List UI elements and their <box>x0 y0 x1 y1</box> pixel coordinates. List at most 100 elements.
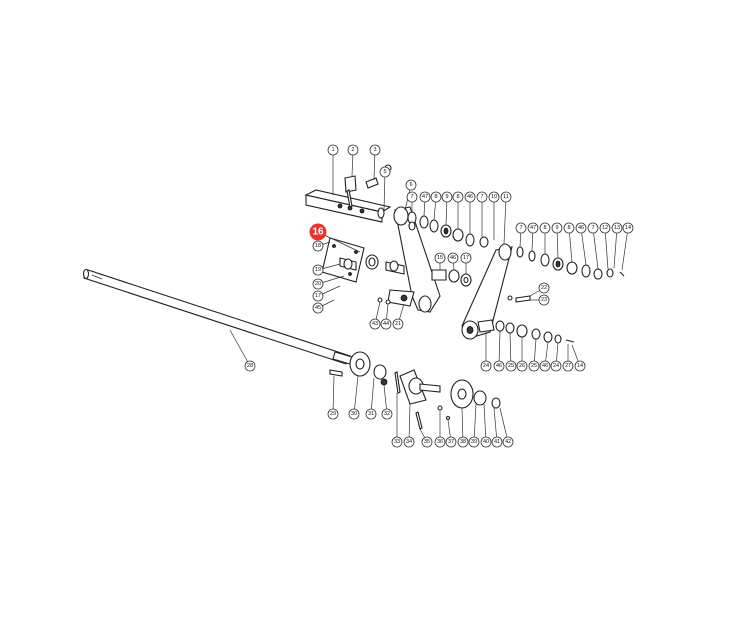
callout-circle[interactable] <box>464 191 476 203</box>
callout-circle[interactable] <box>441 191 453 203</box>
callout-label[interactable]: 8 <box>456 194 459 200</box>
callout-label[interactable]: 13 <box>614 225 620 231</box>
callout-r7b[interactable]: 7 <box>476 191 488 203</box>
callout-c20[interactable]: 20 <box>312 278 324 290</box>
callout-c44[interactable]: 44 <box>380 318 392 330</box>
callout-circle[interactable] <box>528 360 540 372</box>
callout-c41[interactable]: 41 <box>491 436 503 448</box>
callout-r7a[interactable]: 7 <box>406 191 418 203</box>
callout-label[interactable]: 9 <box>555 225 558 231</box>
callout-c33[interactable]: 33 <box>391 436 403 448</box>
callout-circle[interactable] <box>391 436 403 448</box>
callout-r14a[interactable]: 14 <box>622 222 634 234</box>
callout-c17a[interactable]: 17 <box>312 290 324 302</box>
callout-c3[interactable]: 3 <box>369 144 381 156</box>
callout-c36[interactable]: 36 <box>434 436 446 448</box>
callout-label[interactable]: 8 <box>567 225 570 231</box>
callout-circle[interactable] <box>562 360 574 372</box>
callout-circle[interactable] <box>327 408 339 420</box>
callout-c15[interactable]: 15 <box>434 252 446 264</box>
callout-circle[interactable] <box>480 360 492 372</box>
callout-circle[interactable] <box>587 222 599 234</box>
callout-c40[interactable]: 40 <box>480 436 492 448</box>
callout-c5[interactable]: 5 <box>379 166 391 178</box>
callout-label[interactable]: 46 <box>467 194 473 200</box>
callout-circle[interactable] <box>480 436 492 448</box>
callout-label[interactable]: 46 <box>496 363 502 369</box>
highlight-marker[interactable] <box>309 223 327 241</box>
callout-c37[interactable]: 37 <box>445 436 457 448</box>
callout-circle[interactable] <box>505 360 517 372</box>
callout-c28[interactable]: 28 <box>244 360 256 372</box>
callout-r12[interactable]: 12 <box>599 222 611 234</box>
callout-circle[interactable] <box>515 222 527 234</box>
callout-b24a[interactable]: 24 <box>480 360 492 372</box>
callout-label[interactable]: 42 <box>505 439 511 445</box>
callout-circle[interactable] <box>405 179 417 191</box>
callout-c31[interactable]: 31 <box>365 408 377 420</box>
callout-circle[interactable] <box>493 360 505 372</box>
callout-c6[interactable]: 6 <box>405 179 417 191</box>
callout-label[interactable]: 36 <box>437 439 443 445</box>
callout-label[interactable]: 5 <box>383 169 386 175</box>
callout-label[interactable]: 37 <box>448 439 454 445</box>
callout-circle[interactable] <box>538 282 550 294</box>
callout-b25a[interactable]: 25 <box>505 360 517 372</box>
callout-label[interactable]: 10 <box>491 194 497 200</box>
callout-c43[interactable]: 43 <box>369 318 381 330</box>
callout-c30[interactable]: 30 <box>348 408 360 420</box>
callout-r8c[interactable]: 8 <box>539 222 551 234</box>
callout-label[interactable]: 39 <box>471 439 477 445</box>
callout-circle[interactable] <box>460 252 472 264</box>
callout-label[interactable]: 44 <box>383 321 389 327</box>
callout-c17b[interactable]: 17 <box>460 252 472 264</box>
callout-r8a[interactable]: 8 <box>430 191 442 203</box>
callout-label[interactable]: 23 <box>541 297 547 303</box>
callout-label[interactable]: 7 <box>591 225 594 231</box>
callout-label[interactable]: 21 <box>395 321 401 327</box>
callout-circle[interactable] <box>312 240 324 252</box>
callout-circle[interactable] <box>500 191 512 203</box>
callout-circle[interactable] <box>434 252 446 264</box>
callout-label[interactable]: 1 <box>331 147 334 153</box>
callout-circle[interactable] <box>380 318 392 330</box>
callout-circle[interactable] <box>551 222 563 234</box>
callout-circle[interactable] <box>447 252 459 264</box>
callout-c23[interactable]: 23 <box>538 294 550 306</box>
callout-b25b[interactable]: 25 <box>528 360 540 372</box>
callout-label[interactable]: 24 <box>553 363 559 369</box>
callout-circle[interactable] <box>445 436 457 448</box>
callout-r46a[interactable]: 46 <box>464 191 476 203</box>
callout-c34[interactable]: 34 <box>403 436 415 448</box>
callout-circle[interactable] <box>419 191 431 203</box>
callout-circle[interactable] <box>369 318 381 330</box>
callout-r7d[interactable]: 7 <box>587 222 599 234</box>
callout-b46e[interactable]: 46 <box>539 360 551 372</box>
callout-c18[interactable]: 18 <box>312 240 324 252</box>
callout-label[interactable]: 46 <box>578 225 584 231</box>
callout-r8d[interactable]: 8 <box>563 222 575 234</box>
callout-circle[interactable] <box>599 222 611 234</box>
callout-c46c[interactable]: 46 <box>447 252 459 264</box>
callout-c19[interactable]: 19 <box>312 264 324 276</box>
callout-circle[interactable] <box>468 436 480 448</box>
callout-circle[interactable] <box>516 360 528 372</box>
callout-label[interactable]: 26 <box>519 363 525 369</box>
callout-label[interactable]: 28 <box>247 363 253 369</box>
callout-label[interactable]: 40 <box>483 439 489 445</box>
callout-circle[interactable] <box>502 436 514 448</box>
callout-circle[interactable] <box>312 264 324 276</box>
callout-label[interactable]: 8 <box>543 225 546 231</box>
callout-circle[interactable] <box>550 360 562 372</box>
callout-r10[interactable]: 10 <box>488 191 500 203</box>
callout-circle[interactable] <box>457 436 469 448</box>
callout-label[interactable]: 2 <box>351 147 354 153</box>
callout-label[interactable]: 7 <box>410 194 413 200</box>
callout-c35[interactable]: 35 <box>421 436 433 448</box>
callout-label[interactable]: 35 <box>424 439 430 445</box>
callout-label[interactable]: 8 <box>434 194 437 200</box>
callout-circle[interactable] <box>312 278 324 290</box>
callout-label[interactable]: 33 <box>394 439 400 445</box>
callout-circle[interactable] <box>574 360 586 372</box>
callout-circle[interactable] <box>575 222 587 234</box>
